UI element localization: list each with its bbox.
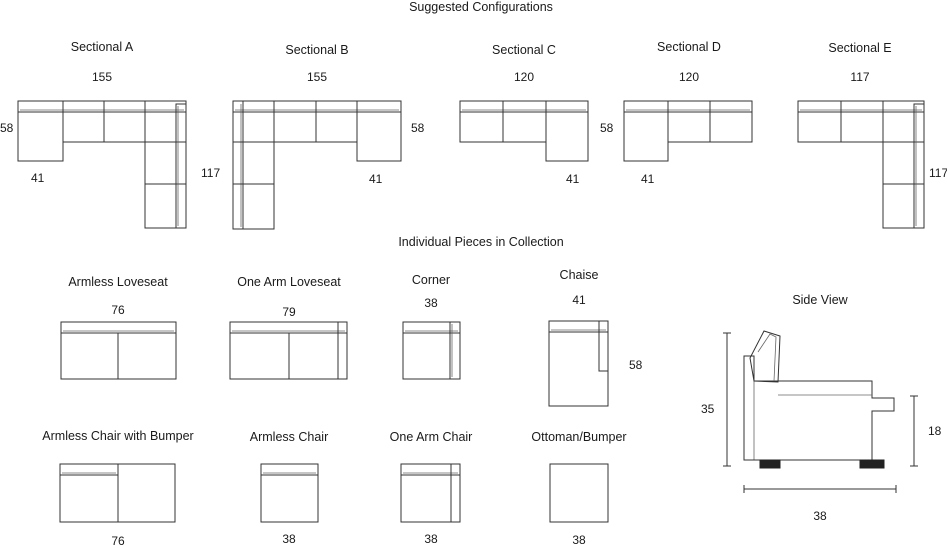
armless-chair-bumper-dim: 76 [111, 534, 125, 548]
one-arm-chair-drawing [400, 463, 461, 523]
armless-chair-bumper-drawing [59, 463, 176, 523]
sectional-e-side: 117 [929, 166, 947, 180]
side-view-height: 35 [701, 402, 715, 416]
chaise-dim: 41 [572, 293, 586, 307]
corner-drawing [402, 321, 461, 380]
sectional-c-width: 120 [513, 70, 535, 84]
individual-pieces-heading: Individual Pieces in Collection [398, 235, 564, 249]
side-view-seat-height: 18 [928, 424, 942, 438]
chaise-title: Chaise [559, 268, 599, 282]
corner-dim: 38 [424, 296, 438, 310]
ottoman-dim: 38 [572, 533, 586, 547]
sectional-a-width: 155 [91, 70, 113, 84]
sectional-c-arm: 41 [566, 172, 580, 186]
chaise-drawing [548, 320, 609, 407]
sectional-b-depth: 58 [411, 121, 425, 135]
ottoman-title: Ottoman/Bumper [531, 430, 627, 444]
one-arm-loveseat-title: One Arm Loveseat [237, 275, 341, 289]
side-view-title: Side View [792, 293, 848, 307]
corner-title: Corner [411, 273, 451, 287]
sectional-b-arm: 41 [369, 172, 383, 186]
sectional-a-drawing [17, 100, 187, 229]
sectional-d-title: Sectional D [657, 40, 721, 54]
armless-chair-bumper-title: Armless Chair with Bumper [42, 429, 194, 443]
armless-loveseat-dim: 76 [111, 303, 125, 317]
one-arm-loveseat-drawing [229, 321, 348, 380]
sectional-c-depth: 58 [600, 121, 614, 135]
chaise-depth: 58 [629, 358, 643, 372]
armless-chair-drawing [260, 463, 319, 523]
sectional-d-drawing [623, 100, 753, 162]
ottoman-drawing [549, 463, 609, 523]
sectional-a-depth: 58 [0, 121, 14, 135]
one-arm-chair-title: One Arm Chair [389, 430, 473, 444]
side-view-drawing [723, 330, 918, 493]
sectional-c-drawing [459, 100, 589, 162]
sectional-d-arm: 41 [641, 172, 655, 186]
armless-chair-dim: 38 [282, 532, 296, 546]
armless-loveseat-drawing [60, 321, 177, 380]
sectional-b-drawing [232, 100, 402, 230]
sectional-a-side: 117 [201, 166, 221, 180]
sectional-c-title: Sectional C [492, 43, 556, 57]
suggested-configurations-heading: Suggested Configurations [409, 0, 553, 14]
one-arm-chair-dim: 38 [424, 532, 438, 546]
armless-loveseat-title: Armless Loveseat [68, 275, 168, 289]
sectional-d-width: 120 [678, 70, 700, 84]
side-view-depth: 38 [813, 509, 827, 523]
sectional-b-title: Sectional B [285, 43, 349, 57]
sectional-e-width: 117 [850, 70, 870, 84]
sectional-e-drawing [797, 100, 925, 229]
sectional-a-title: Sectional A [70, 40, 134, 54]
sectional-e-title: Sectional E [828, 41, 892, 55]
armless-chair-title: Armless Chair [249, 430, 329, 444]
sectional-b-width: 155 [306, 70, 328, 84]
sectional-a-arm: 41 [31, 171, 45, 185]
one-arm-loveseat-dim: 79 [282, 305, 296, 319]
